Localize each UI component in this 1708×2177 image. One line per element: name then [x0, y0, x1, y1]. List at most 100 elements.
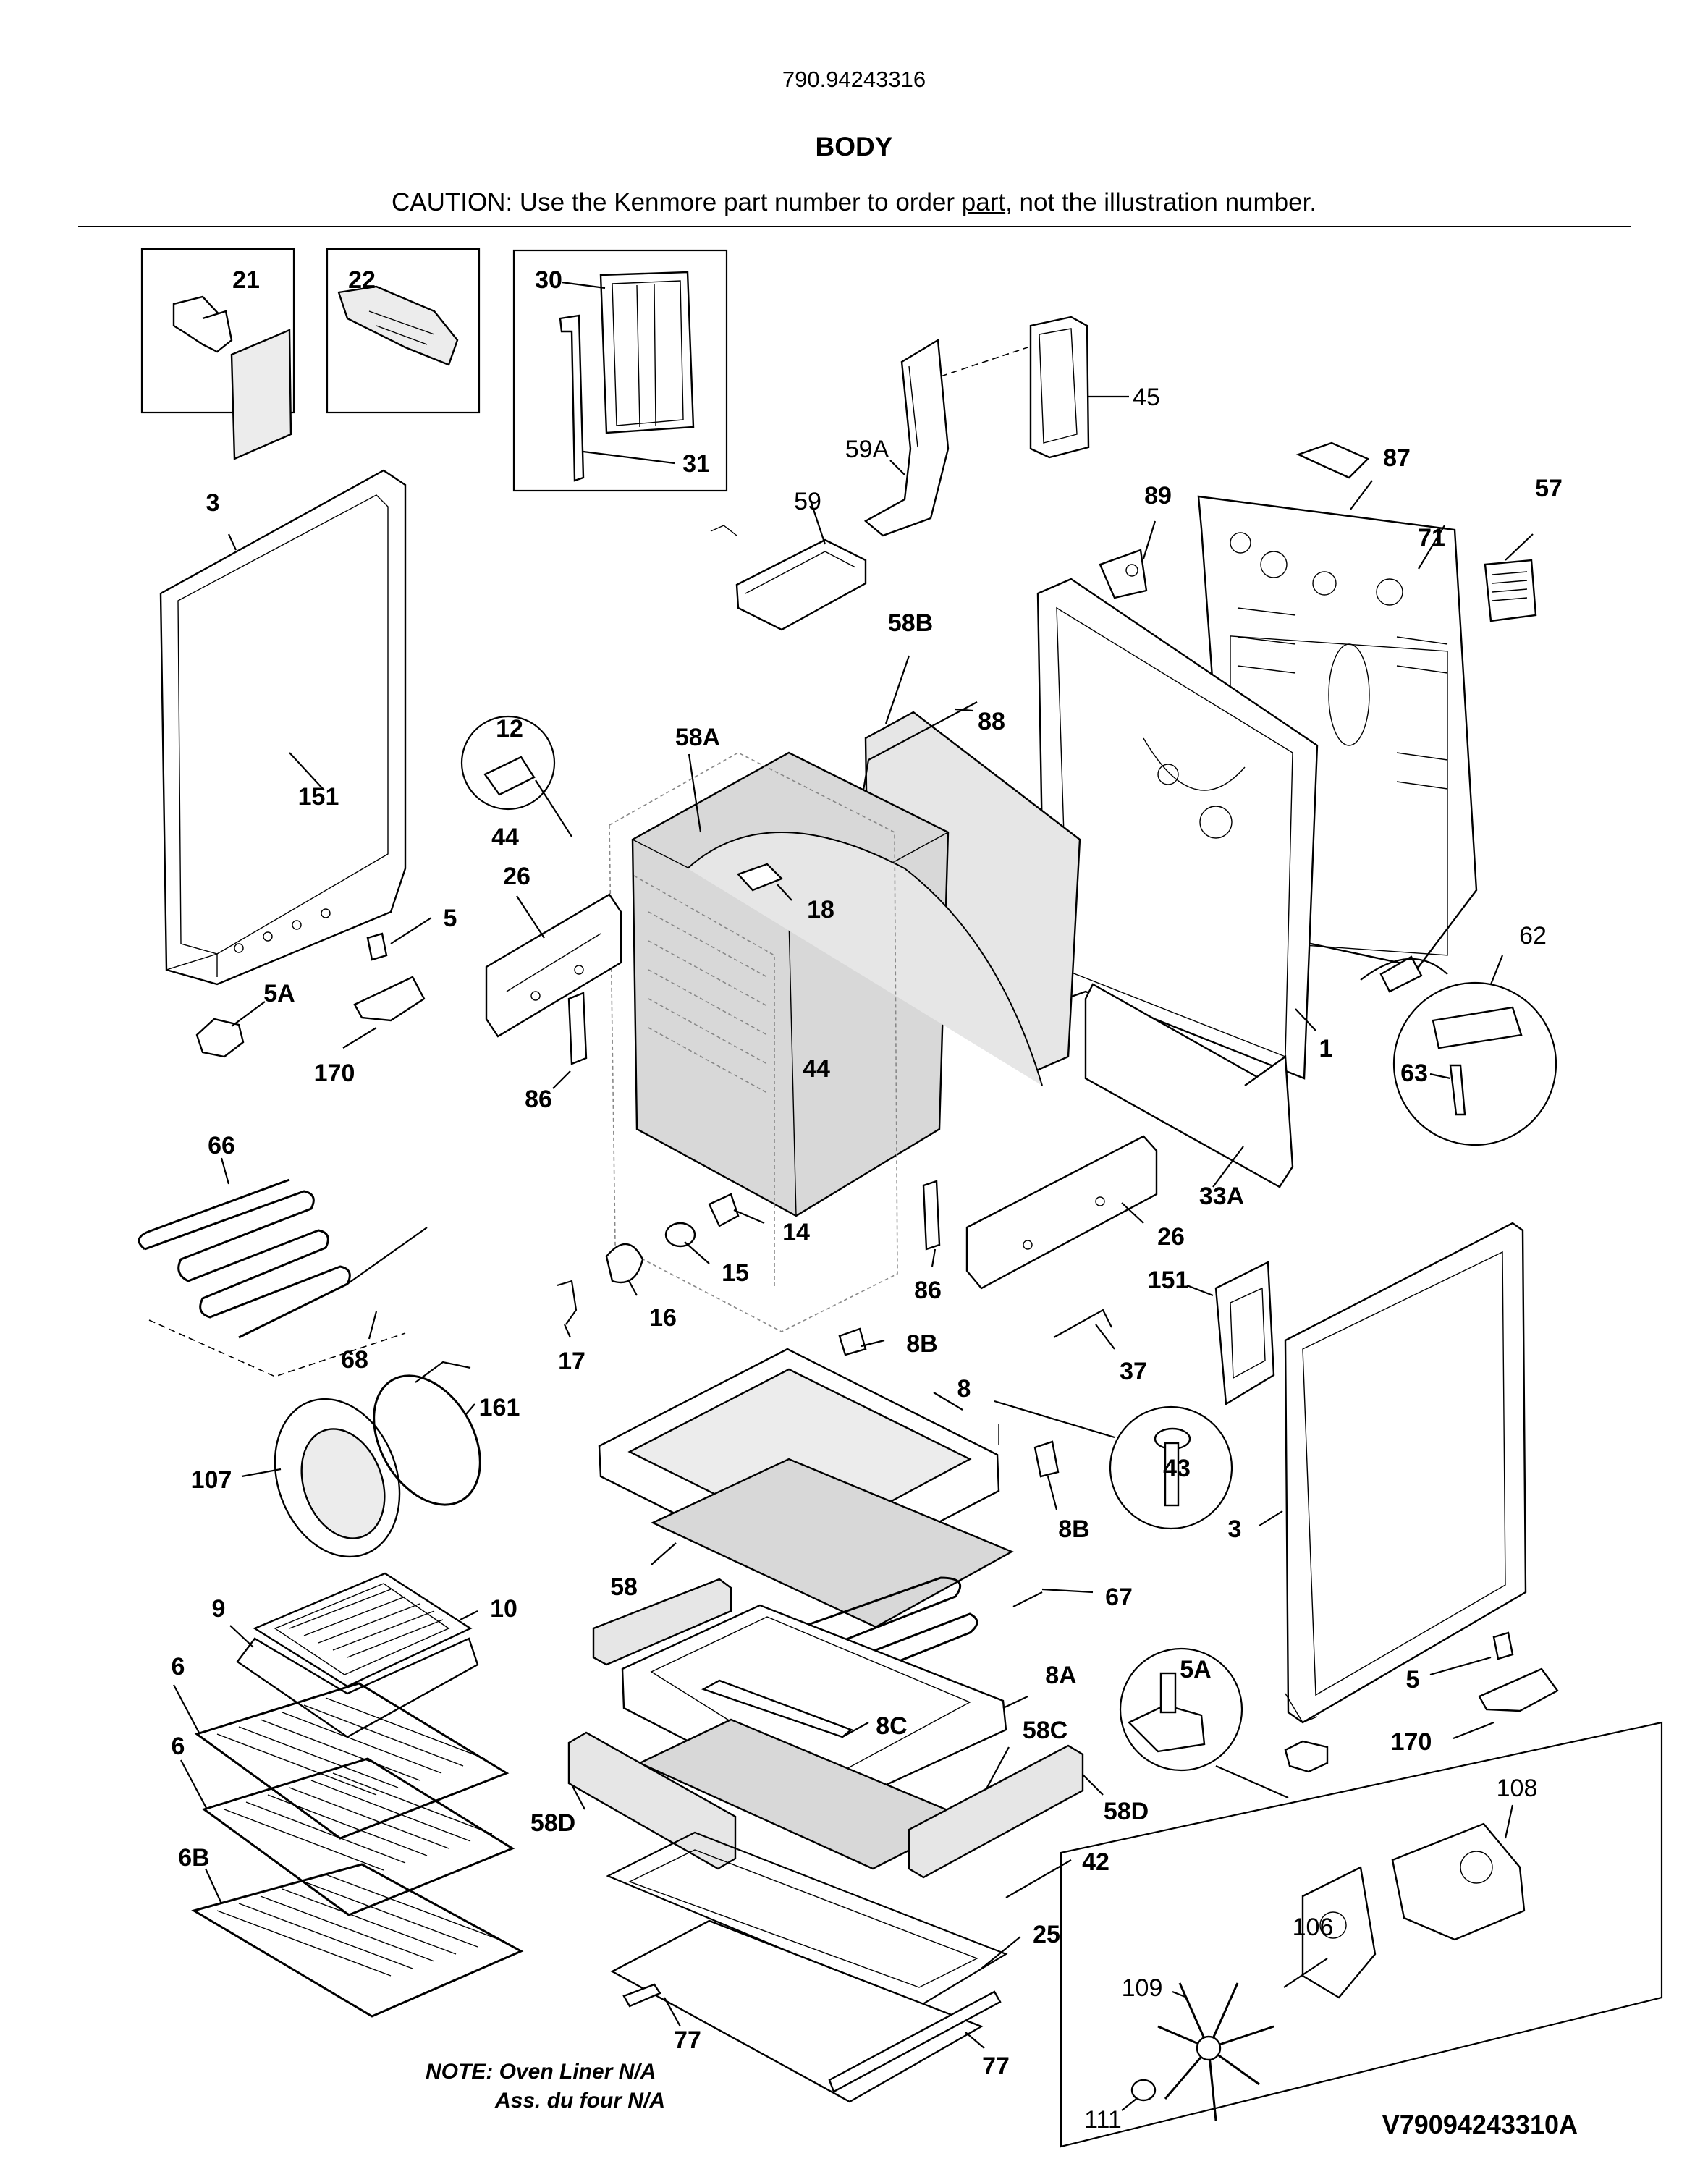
label-10: 10: [490, 1595, 517, 1623]
label-170-right: 170: [1391, 1728, 1432, 1756]
label-170-left: 170: [314, 1060, 355, 1087]
part-107-fan-cover[interactable]: [241, 1382, 420, 1575]
part-5-leveler-right[interactable]: [1284, 1631, 1514, 1773]
label-63: 63: [1400, 1060, 1428, 1087]
label-5A-right: 5A: [1180, 1656, 1211, 1683]
part-5A-foot-left[interactable]: [195, 1001, 266, 1058]
part-87-cover[interactable]: [1295, 441, 1373, 510]
part-8B-clip-bottom[interactable]: [1033, 1440, 1060, 1510]
label-3-top: 3: [206, 489, 220, 517]
label-14: 14: [782, 1219, 810, 1246]
part-58D-strip-left[interactable]: [567, 1731, 737, 1870]
part-57-vent[interactable]: [1484, 533, 1537, 622]
part-161-ring[interactable]: [352, 1357, 502, 1523]
part-33A-rail[interactable]: [1084, 983, 1294, 1188]
label-66: 66: [208, 1132, 235, 1159]
label-151-top: 151: [298, 783, 339, 811]
part-labels: 21 22 30 31 45 59A 59 87 57 89 71 3 151 …: [172, 266, 1563, 2134]
part-6-rack-upper[interactable]: [173, 1682, 510, 1840]
part-6B-rack-bottom[interactable]: [191, 1863, 524, 2018]
part-1-back-frame[interactable]: [1036, 578, 1319, 1080]
part-14-socket[interactable]: [708, 1193, 765, 1227]
part-26-rail-right[interactable]: [965, 1135, 1158, 1290]
part-58A-oven-cavity[interactable]: [631, 751, 1043, 1217]
part-170-bracket-right[interactable]: [1453, 1667, 1559, 1740]
part-45-bracket[interactable]: [940, 316, 1129, 459]
door-side-panel-left[interactable]: [159, 329, 407, 986]
part-86-bracket-left[interactable]: [552, 992, 588, 1089]
inset-box-21[interactable]: [140, 248, 295, 414]
label-58C: 58C: [1023, 1717, 1068, 1744]
label-58: 58: [610, 1573, 638, 1601]
label-26-right: 26: [1157, 1223, 1185, 1251]
label-86-right: 86: [914, 1277, 942, 1304]
diagram-code: V79094243310A: [1382, 2110, 1578, 2139]
part-10-fan-grille[interactable]: [253, 1572, 478, 1688]
inset-convection-fan[interactable]: [1060, 1721, 1663, 2148]
part-8C-bracket[interactable]: [701, 1679, 869, 1738]
label-77-a: 77: [674, 2026, 701, 2054]
label-22: 22: [348, 266, 376, 294]
label-59: 59: [794, 488, 821, 515]
label-44-a: 44: [491, 824, 519, 851]
page-header: 790.94243316 BODY CAUTION: Use the Kenmo…: [0, 0, 1708, 239]
part-77-rail-right[interactable]: [828, 1990, 1002, 2093]
caution-prefix: CAUTION: Use the Kenmore part number to …: [391, 188, 962, 216]
label-1: 1: [1319, 1035, 1333, 1062]
label-6-b: 6: [172, 1733, 185, 1760]
label-8A: 8A: [1045, 1662, 1076, 1689]
callout-62-63[interactable]: [1360, 955, 1557, 1146]
note-oven-liner-fr: Ass. du four N/A: [494, 2089, 665, 2113]
inset-box-22[interactable]: [326, 248, 481, 414]
label-77-b: 77: [982, 2053, 1010, 2080]
label-58B: 58B: [888, 609, 933, 637]
label-71: 71: [1418, 524, 1445, 551]
section-title: BODY: [815, 132, 893, 161]
callout-5A-right[interactable]: [1119, 1647, 1289, 1799]
model-number: 790.94243316: [782, 67, 926, 92]
label-58A: 58A: [675, 724, 720, 751]
label-8B-top: 8B: [906, 1330, 937, 1358]
label-18: 18: [807, 896, 834, 923]
part-17-clip[interactable]: [557, 1280, 578, 1338]
callout-43[interactable]: [994, 1400, 1233, 1530]
label-57: 57: [1535, 475, 1563, 502]
label-5A-left: 5A: [263, 980, 295, 1007]
part-170-bracket-left[interactable]: [342, 976, 426, 1049]
part-37-wire[interactable]: [1053, 1309, 1115, 1350]
label-109: 109: [1122, 1974, 1163, 2002]
oven-liner-ghost: [609, 752, 898, 1332]
label-30: 30: [535, 266, 562, 294]
part-66-broil-element[interactable]: [138, 1157, 428, 1339]
door-side-panel-right[interactable]: [1259, 1222, 1527, 1724]
part-15-bulb[interactable]: [664, 1222, 710, 1264]
label-88: 88: [978, 708, 1005, 735]
label-17: 17: [558, 1348, 585, 1375]
part-26-rail-left[interactable]: [485, 893, 622, 1038]
part-59-relay[interactable]: [710, 500, 867, 631]
part-151-bracket-right[interactable]: [1186, 1261, 1275, 1406]
label-16: 16: [649, 1304, 677, 1332]
part-86-bracket-right[interactable]: [922, 1180, 941, 1267]
part-89-bracket[interactable]: [1099, 520, 1157, 599]
part-58D-strip-right[interactable]: [592, 1578, 1104, 1879]
callout-12[interactable]: [460, 715, 572, 837]
caution-part-link[interactable]: part: [961, 188, 1006, 216]
header-divider: [78, 226, 1631, 227]
part-18-clip[interactable]: [736, 863, 792, 901]
label-8C: 8C: [876, 1712, 907, 1740]
part-77-rail-left[interactable]: [622, 1983, 681, 2027]
label-45: 45: [1133, 384, 1160, 411]
part-68-wire[interactable]: [148, 1311, 406, 1377]
note-oven-liner: NOTE: Oven Liner N/A: [426, 2060, 656, 2084]
inset-box-30-31[interactable]: [512, 142, 728, 492]
label-26-left: 26: [503, 863, 530, 890]
label-42: 42: [1082, 1848, 1109, 1876]
part-16-lens[interactable]: [605, 1243, 644, 1296]
label-86-left: 86: [525, 1086, 552, 1113]
label-8B-bottom: 8B: [1058, 1516, 1089, 1543]
label-67: 67: [1105, 1584, 1133, 1611]
part-8B-clip-top[interactable]: [838, 1327, 885, 1356]
part-5-leveler-left[interactable]: [366, 917, 432, 961]
part-6-rack-lower[interactable]: [180, 1757, 515, 1916]
